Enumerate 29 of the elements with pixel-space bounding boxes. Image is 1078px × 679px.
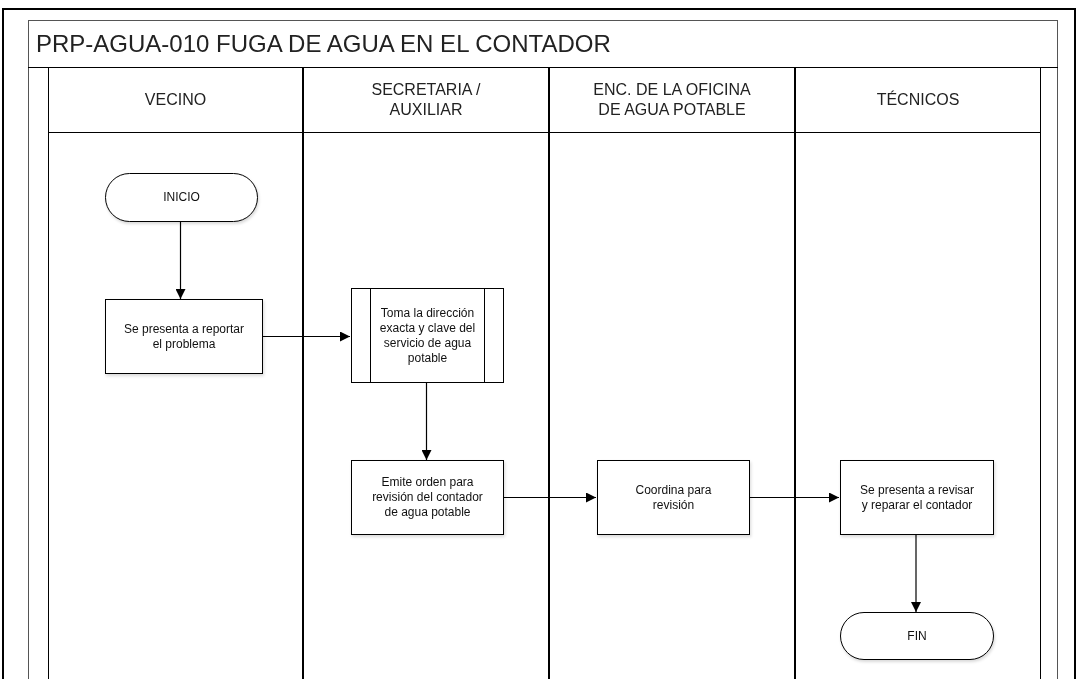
process-box	[840, 460, 994, 535]
node-text: INICIO	[163, 190, 200, 205]
arrow	[421, 382, 432, 461]
node-text: Se presenta a revisar y reparar el contador	[858, 482, 976, 513]
node-text: Coordina para revisión	[634, 482, 713, 513]
lane-header: SECRETARIA / AUXILIAR	[370, 80, 482, 120]
swimlane	[549, 68, 795, 679]
terminal-shape	[105, 173, 258, 222]
arrow	[261, 331, 351, 342]
process-box	[351, 460, 504, 535]
arrow	[175, 221, 186, 300]
process-box	[597, 460, 750, 535]
lane-header: VECINO	[144, 90, 207, 110]
diagram-title: PRP-AGUA-010 FUGA DE AGUA EN EL CONTADOR	[36, 28, 611, 59]
node-text: FIN	[907, 628, 927, 644]
lane-header: ENC. DE LA OFICINA DE AGUA POTABLE	[592, 80, 752, 120]
lane-header: TÉCNICOS	[876, 90, 960, 110]
node-text: Se presenta a reportar el problema	[122, 321, 246, 352]
arrow	[502, 492, 597, 503]
arrow	[911, 534, 921, 613]
node-text: Toma la dirección exacta y clave del servicio de agua potable	[378, 305, 477, 366]
process-box	[105, 299, 263, 374]
subprocess-box	[351, 288, 504, 383]
arrow	[748, 492, 840, 503]
terminal-shape	[840, 612, 994, 660]
swimlane	[48, 68, 303, 679]
swimlane	[795, 68, 1041, 679]
node-text: Emite orden para revisión del contador de agua potable	[371, 475, 484, 520]
swimlane	[303, 68, 549, 679]
